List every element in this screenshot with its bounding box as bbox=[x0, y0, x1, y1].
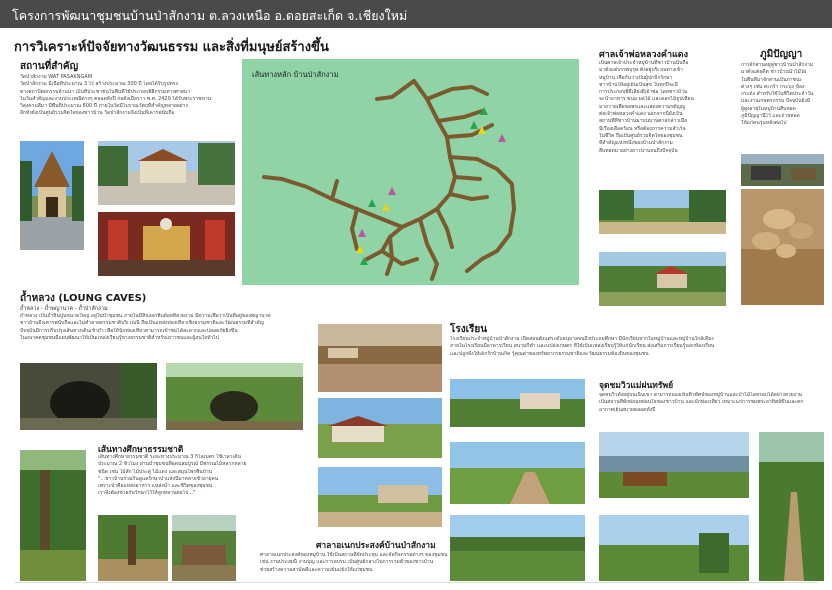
temple-heading: สถานที่สำคัญ bbox=[20, 61, 79, 72]
text-line: มาตั้งแต่บรรพบุรุษ ตั้งอยู่บริเวณทางเข้า bbox=[599, 67, 683, 74]
trail-text: เส้นทางศึกษาธรรมชาติ ระยะทางประมาณ 3 กิโ… bbox=[98, 454, 302, 498]
header-title: โครงการพัฒนาชุมชนบ้านป่าสักงาม ต.ลวงเหนื… bbox=[12, 8, 408, 23]
text-line: มาตั้งแต่อดีต ชาวบ้านนำไม้ไผ่ bbox=[741, 69, 807, 76]
temple-interior-photo bbox=[98, 212, 235, 276]
text-line: ประมาณ 2 ชั่วโมง ผ่านป่าชุมชนที่อุดมสมบู… bbox=[98, 461, 247, 468]
text-line: จุดชมวิวตั้งอยู่บนเนินเขา สามารถมองเห็นท… bbox=[599, 392, 803, 398]
text-line: ชนิด เช่น ไม้สัก ไม้ประดู่ ไม้แดง และสมุ… bbox=[98, 468, 213, 475]
text-line: ในอนาคตชุมชนมีแผนพัฒนาให้เป็นแหล่งเรียนร… bbox=[20, 334, 219, 341]
school-photo-2 bbox=[450, 442, 585, 504]
main-title: การวิเคราะห์ปัจจัยทางวัฒนธรรม และสิ่งที่… bbox=[14, 40, 329, 55]
text-line: ชาวบ้านจึงเคารพนับถือและไม่ทำลายธรรมชาติ… bbox=[20, 320, 264, 327]
shrine-text: เป็นศาลเจ้าประจำหมู่บ้านที่ชาวบ้านนับถือ… bbox=[599, 60, 723, 155]
text-line: ในพื้นที่มาจักสานเป็นภาชนะ bbox=[741, 76, 803, 83]
text-line: อีกทั้งยังเป็นศูนย์รวมจิตใจของชาวบ้าน วั… bbox=[20, 110, 175, 117]
map-markers bbox=[356, 107, 506, 265]
viewpoint-heading: จุดชมวิวแม่ฝนทรัพย์ bbox=[599, 381, 674, 391]
cave-subtitle: ถ้ำหลวง - ถ้ำพญานาค - ถ้ำป่าสักงาม bbox=[20, 306, 108, 312]
text-line: มีเรื่องเดือดร้อน หรือต้องการความสำเร็จ bbox=[599, 125, 686, 132]
text-line: ภายในโรงเรียนมีอาคารเรียน สนามกีฬา และแป… bbox=[450, 343, 715, 350]
school-hall-interior-photo bbox=[318, 324, 442, 392]
text-line: ปัจจุบันมีการปรับปรุงเส้นทางเดินเข้าถ้ำ … bbox=[20, 327, 238, 334]
school-photo-1 bbox=[450, 379, 585, 427]
text-line: เพราะป่าคือแหล่งอาหาร แหล่งน้ำ และชีวิตข… bbox=[98, 483, 213, 490]
text-line: ต่อเจ้าพ่อหลวงคำแดง นอกจากนี้ยังเป็น bbox=[599, 111, 683, 118]
text-line: สถานที่ที่ชาวบ้านมาบนบานศาลกล่าวเมื่อ bbox=[599, 118, 688, 125]
text-line: ภูมิปัญญานี้ไว้ และถ่ายทอด bbox=[741, 113, 800, 120]
community-hall-heading: ศาลาอเนกประสงค์บ้านป่าสักงาม bbox=[316, 541, 436, 551]
map-title: เส้นทางหลัก บ้านป่าสักงาม bbox=[252, 70, 339, 79]
wisdom-text: การจักสานอยู่คู่ชาวบ้านป่าสักงามมาตั้งแต… bbox=[741, 62, 827, 128]
cave-photo-1 bbox=[20, 363, 157, 430]
text-line: กระด้ง สำหรับใช้ในชีวิตประจำวัน bbox=[741, 91, 814, 98]
viewpoint-text: จุดชมวิวตั้งอยู่บนเนินเขา สามารถมองเห็นท… bbox=[599, 392, 824, 414]
trail-heading: เส้นทางศึกษาธรรมชาติ bbox=[98, 445, 184, 455]
trail-photo-3 bbox=[172, 515, 236, 581]
shrine-photo-2 bbox=[599, 252, 726, 306]
text-line: เป็นสถานที่พักผ่อนหย่อนใจของชาวบ้าน และน… bbox=[599, 399, 804, 406]
school-building-photo bbox=[318, 398, 442, 458]
text-line: "...ชาวบ้านร่วมกันดูแลรักษาป่าแห่งนี้มาห… bbox=[98, 475, 219, 482]
text-line: เป็นศาลเจ้าประจำหมู่บ้านที่ชาวบ้านนับถือ bbox=[599, 60, 689, 66]
text-line: โรงเรียนประจำหมู่บ้านป่าสักงาม เปิดสอนตั… bbox=[450, 336, 714, 342]
cave-heading: ถ้ำหลวง (LOUNG CAVES) bbox=[20, 293, 147, 304]
text-line: และงานเกษตรกรรม ปัจจุบันยังมี bbox=[741, 98, 811, 105]
text-line: วัดป่าสักงาม มีเนื้อที่ประมาณ 3 ไร่ สร้า… bbox=[20, 81, 178, 88]
text-line: อากาศเย็นสบายตลอดทั้งปี bbox=[599, 406, 656, 413]
temple-photo bbox=[20, 141, 84, 250]
school-photo-3 bbox=[450, 515, 585, 581]
footer-divider bbox=[14, 582, 818, 583]
text-line: วิสุงคามสีมา มีพื้นที่ประมาณ 600 ปี ภายใ… bbox=[20, 103, 188, 110]
school-heading: โรงเรียน bbox=[450, 324, 488, 335]
text-line: ให้แก่คนรุ่นหลังต่อไป bbox=[741, 120, 787, 127]
cave-photo-2 bbox=[166, 363, 303, 430]
text-line: ที่สำคัญแห่งหนึ่งของบ้านป่าสักงาม bbox=[599, 140, 673, 147]
community-hall-text: ศาลาอเนกประสงค์ของหมู่บ้าน ใช้เป็นสถานที… bbox=[260, 552, 590, 574]
viewpoint-trail-photo bbox=[759, 432, 824, 581]
page-header: โครงการพัฒนาชุมชนบ้านป่าสักงาม ต.ลวงเหนื… bbox=[0, 0, 832, 28]
text-line: ช่วยสร้างความสามัคคีและความเข้มแข็งให้แก… bbox=[260, 566, 373, 573]
text-line: หมู่บ้าน เชื่อกันว่าเป็นผู้ปกปักรักษา bbox=[599, 74, 673, 81]
cave-text: ถ้ำหลวง เป็นถ้ำหินปูนขนาดใหญ่ อยู่ในป่าช… bbox=[20, 313, 316, 342]
shrine-photo-1 bbox=[599, 190, 726, 234]
trail-photo-1 bbox=[20, 450, 86, 581]
text-line: เช่น งานประเพณี งานบุญ และการอบรม เป็นศู… bbox=[260, 559, 434, 566]
viewpoint-photo-1 bbox=[599, 432, 749, 498]
school-yard-photo bbox=[318, 467, 442, 527]
text-line: การจักสานอยู่คู่ชาวบ้านป่าสักงาม bbox=[741, 62, 814, 68]
text-line: จะนำอาหาร ขนม ผลไม้ และดอกไม้ธูปเทียน bbox=[599, 96, 694, 103]
text-line: ผู้สูงอายุในหมู่บ้านสืบทอด bbox=[741, 105, 796, 112]
school-text: โรงเรียนประจำหมู่บ้านป่าสักงาม เปิดสอนตั… bbox=[450, 336, 822, 358]
wisdom-heading: ภูมิปัญญา bbox=[760, 49, 803, 60]
wisdom-photo-1 bbox=[741, 154, 824, 186]
text-line: และปลูกฝังให้เด็กรักบ้านเกิด รู้คุณค่าขอ… bbox=[450, 350, 649, 357]
text-line: วัดป่าสักงาม WAT PASAKNGAM bbox=[20, 74, 93, 80]
text-line: เส้นทางศึกษาธรรมชาติ ระยะทางประมาณ 3 กิโ… bbox=[98, 454, 241, 460]
road-network bbox=[262, 79, 516, 281]
wisdom-basketry-photo bbox=[741, 189, 824, 305]
text-line: ชาวบ้านให้อยู่เย็นเป็นสุข ในทุกปีจะมี bbox=[599, 81, 678, 88]
text-line: การประกอบพิธีเลี้ยงผีเจ้าพ่อ โดยชาวบ้าน bbox=[599, 89, 688, 96]
temple-building-photo bbox=[98, 141, 235, 205]
shrine-heading: ศาลเจ้าพ่อหลวงคำแดง bbox=[599, 50, 689, 60]
text-line: เราจึงต้องช่วยกันรักษาไว้ให้ลูกหลานต่อไป… bbox=[98, 490, 196, 497]
village-map: เส้นทางหลัก บ้านป่าสักงาม bbox=[242, 59, 579, 285]
text-line: ในวันสำคัญและงานประเพณีต่างๆ ตลอดทั้งปี … bbox=[20, 95, 212, 102]
trail-photo-2 bbox=[98, 515, 168, 581]
text-line: สืบทอดมาอย่างยาวนานจนถึงปัจจุบัน bbox=[599, 147, 678, 154]
text-line: ทางสถาปัตยกรรมล้านนา เป็นที่ประชาชนในพื้… bbox=[20, 88, 191, 95]
text-line: ถ้ำหลวง เป็นถ้ำหินปูนขนาดใหญ่ อยู่ในป่าช… bbox=[20, 313, 271, 319]
text-line: มาถวายเพื่อขอพรและแสดงความกตัญญู bbox=[599, 103, 686, 110]
text-line: ศาลาอเนกประสงค์ของหมู่บ้าน ใช้เป็นสถานที… bbox=[260, 552, 448, 558]
viewpoint-photo-2 bbox=[599, 515, 749, 581]
text-line: ต่างๆ เช่น ตะกร้า กระบุง ข้อง bbox=[741, 83, 805, 90]
text-line: ในชีวิต ถือเป็นศูนย์รวมจิตใจของชุมชน bbox=[599, 132, 683, 139]
